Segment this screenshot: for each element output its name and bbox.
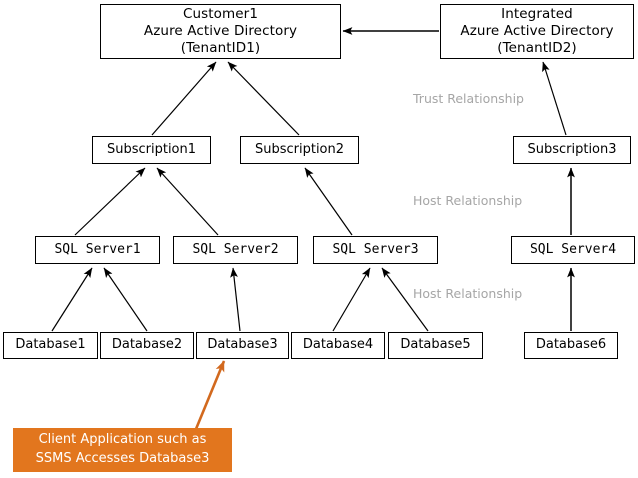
node-database4[interactable]: Database4 (291, 332, 385, 359)
node-subscription1[interactable]: Subscription1 (92, 136, 211, 164)
node-sql-server1[interactable]: SQL Server1 (35, 236, 160, 264)
node-database5[interactable]: Database5 (388, 332, 483, 359)
node-database3-label: Database3 (207, 337, 278, 353)
node-subscription2[interactable]: Subscription2 (240, 136, 359, 164)
edge-callout-to-database3 (194, 360, 226, 430)
callout-text: Client Application such as SSMS Accesses… (35, 432, 210, 466)
node-database5-label: Database5 (400, 337, 471, 353)
node-sql-server2[interactable]: SQL Server2 (173, 236, 298, 264)
node-subscription2-label: Subscription2 (254, 141, 345, 157)
edge-subscription1-to-customer-aad (151, 61, 217, 136)
label-trust-relationship: Trust Relationship (413, 91, 524, 106)
node-customer-aad-label: Customer1 Azure Active Directory (Tenant… (143, 6, 298, 56)
label-host-relationship-upper: Host Relationship (413, 193, 523, 208)
node-database6[interactable]: Database6 (524, 332, 618, 359)
node-sql-server3[interactable]: SQL Server3 (313, 236, 438, 264)
node-sql-server4[interactable]: SQL Server4 (511, 236, 635, 264)
edge-database1-to-sqlserver1 (51, 267, 93, 332)
node-sql-server2-label: SQL Server2 (192, 241, 279, 257)
edge-database2-to-sqlserver1 (103, 267, 148, 332)
edge-sqlserver3-to-subscription2 (304, 167, 353, 236)
node-integrated-aad-label: Integrated Azure Active Directory (Tenan… (460, 6, 614, 56)
node-database3[interactable]: Database3 (196, 332, 289, 359)
edge-subscription2-to-customer-aad (227, 61, 300, 136)
node-database4-label: Database4 (302, 337, 374, 353)
node-sql-server3-label: SQL Server3 (332, 241, 419, 257)
edge-sqlserver1-to-subscription1 (74, 167, 146, 236)
node-customer-azure-active-directory[interactable]: Customer1 Azure Active Directory (Tenant… (100, 4, 341, 59)
node-subscription1-label: Subscription1 (106, 141, 197, 157)
node-subscription3[interactable]: Subscription3 (513, 136, 631, 164)
node-sql-server4-label: SQL Server4 (529, 241, 617, 257)
node-database2[interactable]: Database2 (100, 332, 194, 359)
node-sql-server1-label: SQL Server1 (54, 241, 141, 257)
node-database1-label: Database1 (15, 337, 86, 353)
node-database6-label: Database6 (535, 337, 607, 353)
node-database2-label: Database2 (111, 337, 183, 353)
node-integrated-azure-active-directory[interactable]: Integrated Azure Active Directory (Tenan… (440, 4, 634, 59)
edge-sqlserver2-to-subscription1 (156, 167, 219, 236)
edge-database4-to-sqlserver3 (332, 267, 371, 332)
edge-database3-to-sqlserver2 (230, 267, 241, 332)
callout-client-application[interactable]: Client Application such as SSMS Accesses… (13, 428, 232, 472)
node-subscription3-label: Subscription3 (527, 141, 617, 157)
edge-subscription3-to-integrated-aad (542, 61, 567, 136)
node-database1[interactable]: Database1 (3, 332, 98, 359)
label-host-relationship-lower: Host Relationship (413, 286, 523, 301)
